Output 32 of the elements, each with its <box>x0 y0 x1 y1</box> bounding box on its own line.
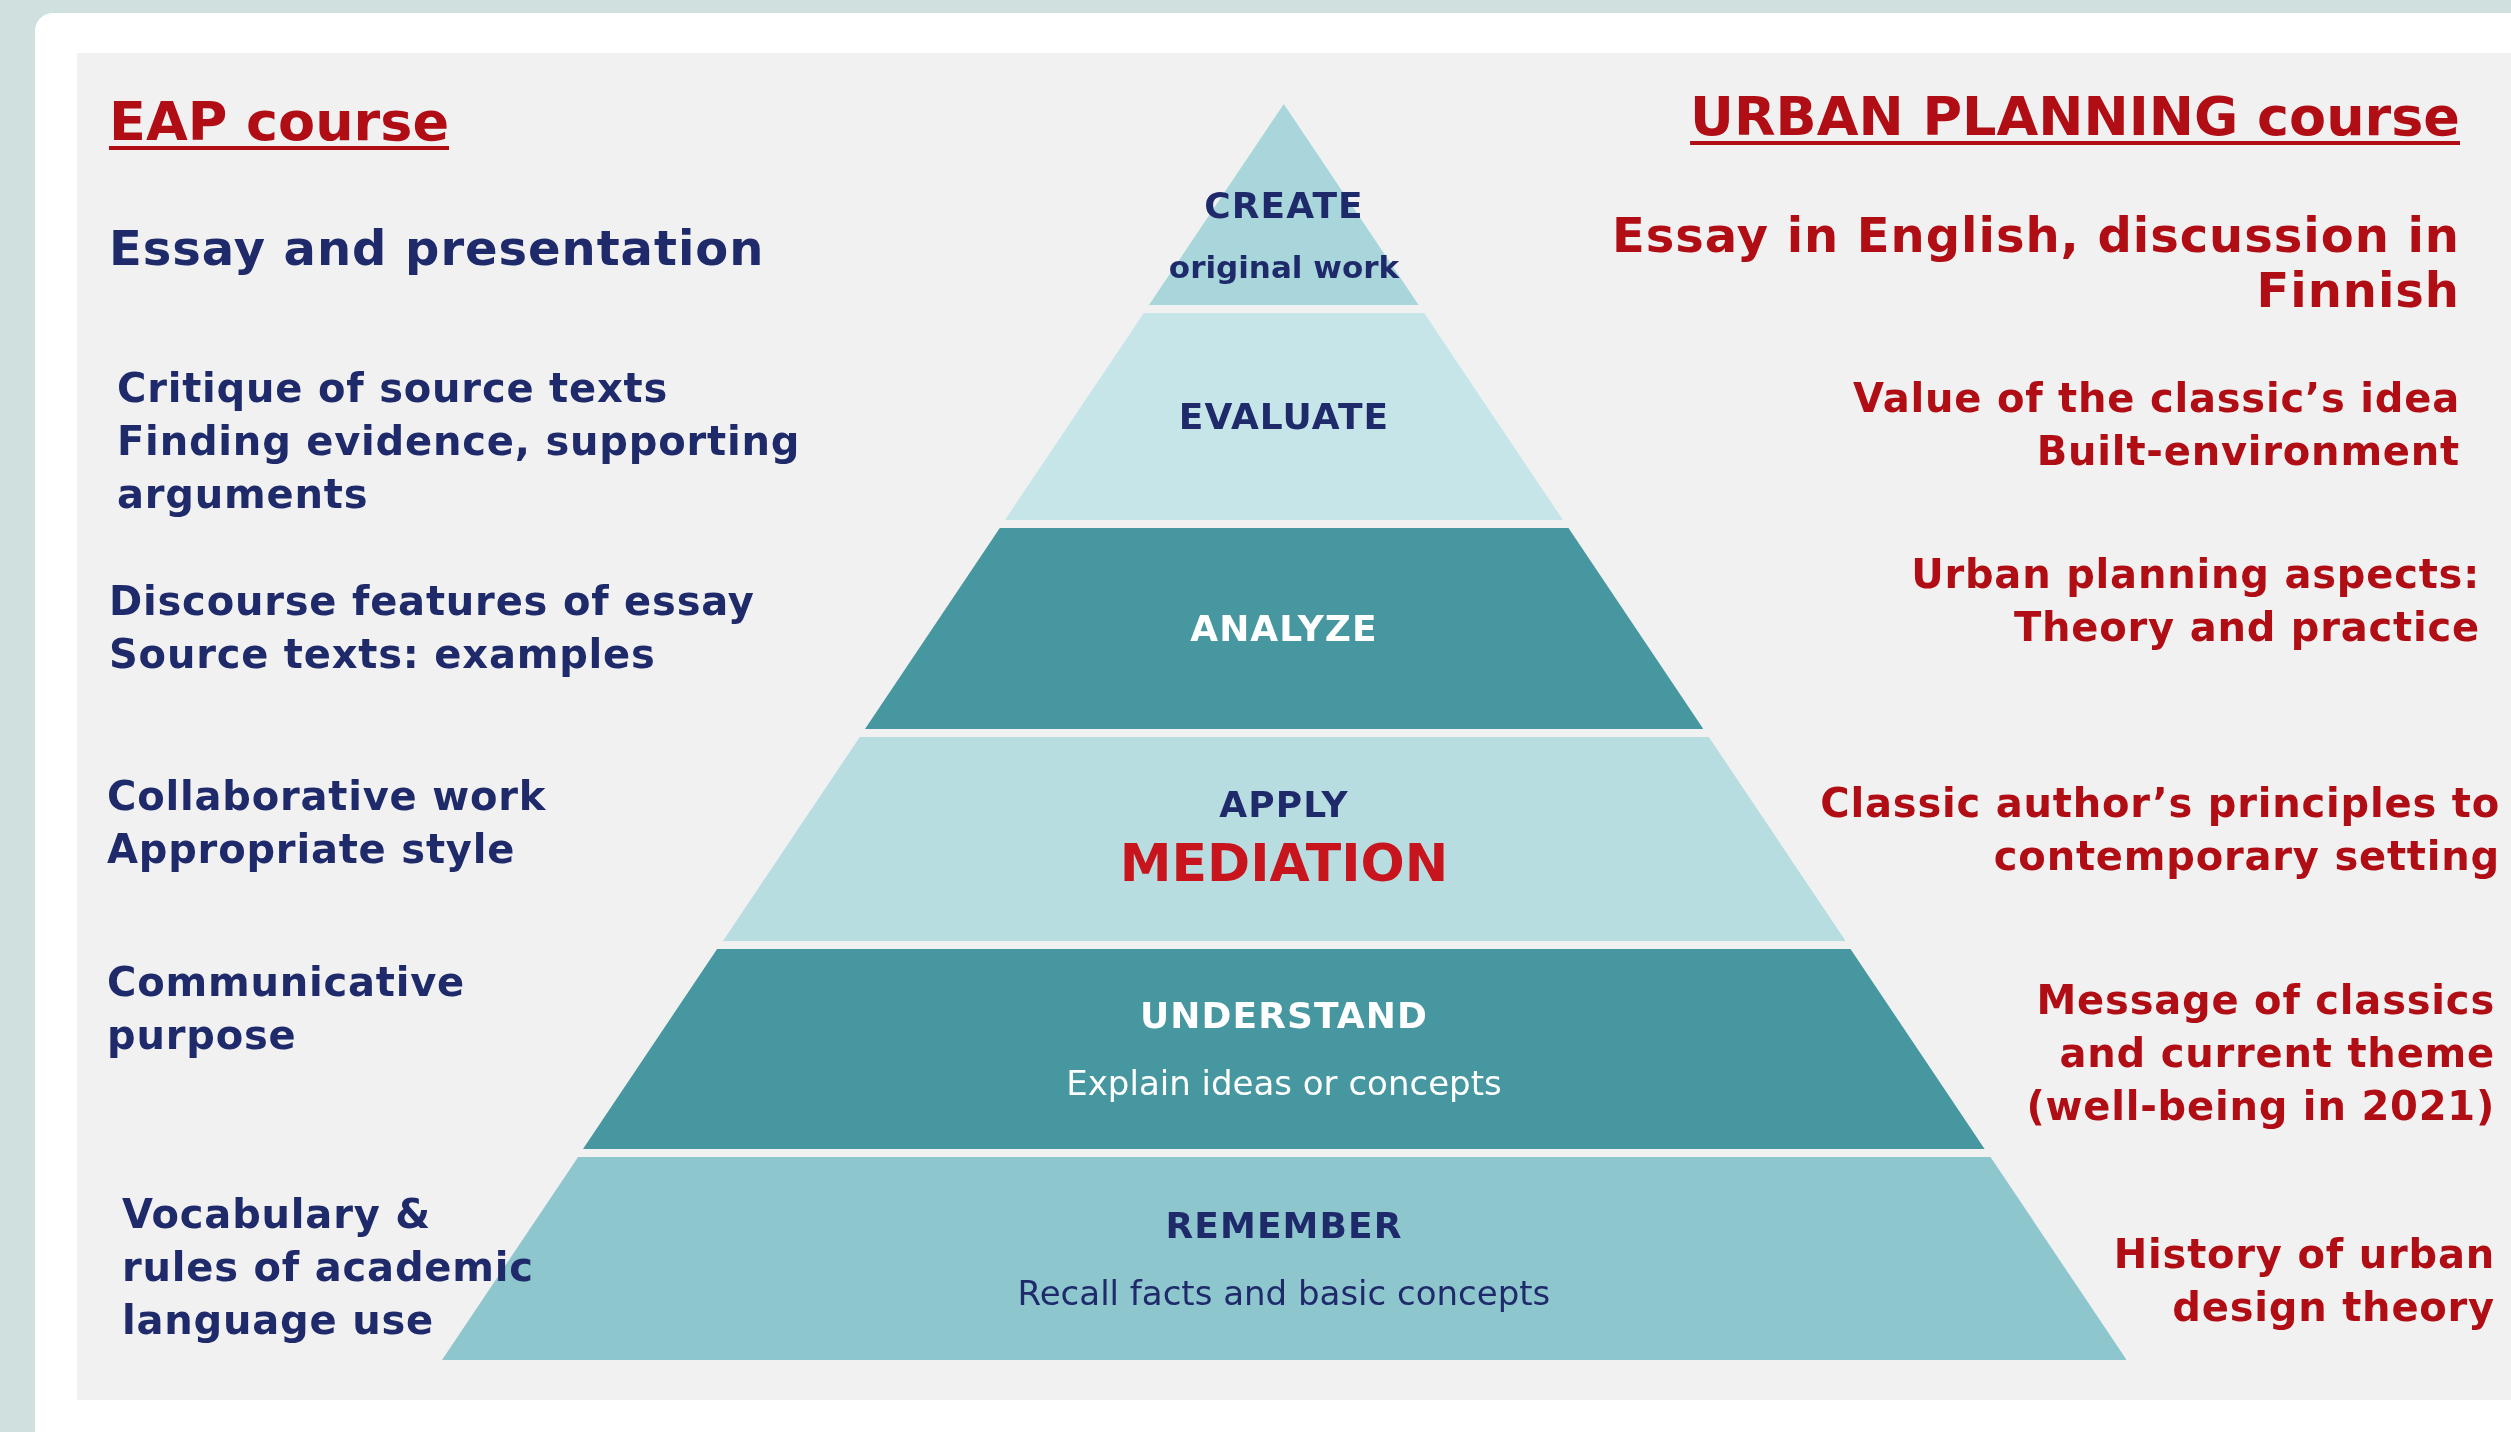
note-text: Critique of source texts <box>117 364 670 413</box>
note-text: Value of the classic’s idea <box>1852 374 2460 423</box>
note-text: Finding evidence, supporting arguments <box>117 417 802 519</box>
tier-label: EVALUATE <box>1178 395 1390 439</box>
note-text: Appropriate style <box>107 825 517 874</box>
tier-highlight: MEDIATION <box>1119 832 1449 895</box>
note-text: Collaborative work <box>107 772 548 821</box>
note-text: Built-environment <box>2035 427 2460 476</box>
note-text: History of urban design theory <box>2112 1230 2495 1332</box>
note-text: Essay in English, discussion in Finnish <box>1611 208 2460 319</box>
column-heading: EAP course <box>109 89 450 155</box>
tier-label: REMEMBER <box>1165 1203 1403 1248</box>
pyramid-tier <box>1149 104 1419 305</box>
column-heading: URBAN PLANNING course <box>1689 84 2460 150</box>
pyramid-tier <box>864 528 1704 729</box>
note-text: Message of classics and current theme (well-being in 2021) <box>2025 976 2495 1131</box>
pyramid-tier <box>1005 313 1563 520</box>
note-text: Essay and presentation <box>109 219 766 278</box>
note-text: Communicative purpose <box>107 958 466 1060</box>
tier-label: CREATE <box>1204 183 1364 228</box>
note-text: Classic author’s principles to contemporary setting <box>1819 779 2500 881</box>
note-text: Urban planning aspects: <box>1910 550 2480 599</box>
tier-description: Explain ideas or concepts <box>1066 1062 1502 1105</box>
tier-label: ANALYZE <box>1190 607 1378 651</box>
tier-label: UNDERSTAND <box>1140 994 1428 1039</box>
note-text: Vocabulary & rules of academic language use <box>122 1190 535 1345</box>
tier-label: APPLY <box>1219 783 1349 827</box>
note-text: Discourse features of essay <box>109 577 756 626</box>
note-text: Source texts: examples <box>109 630 657 679</box>
tier-description: original work <box>1168 247 1400 287</box>
note-text: Theory and practice <box>2012 603 2480 652</box>
tier-description: Recall facts and basic concepts <box>1017 1271 1551 1315</box>
